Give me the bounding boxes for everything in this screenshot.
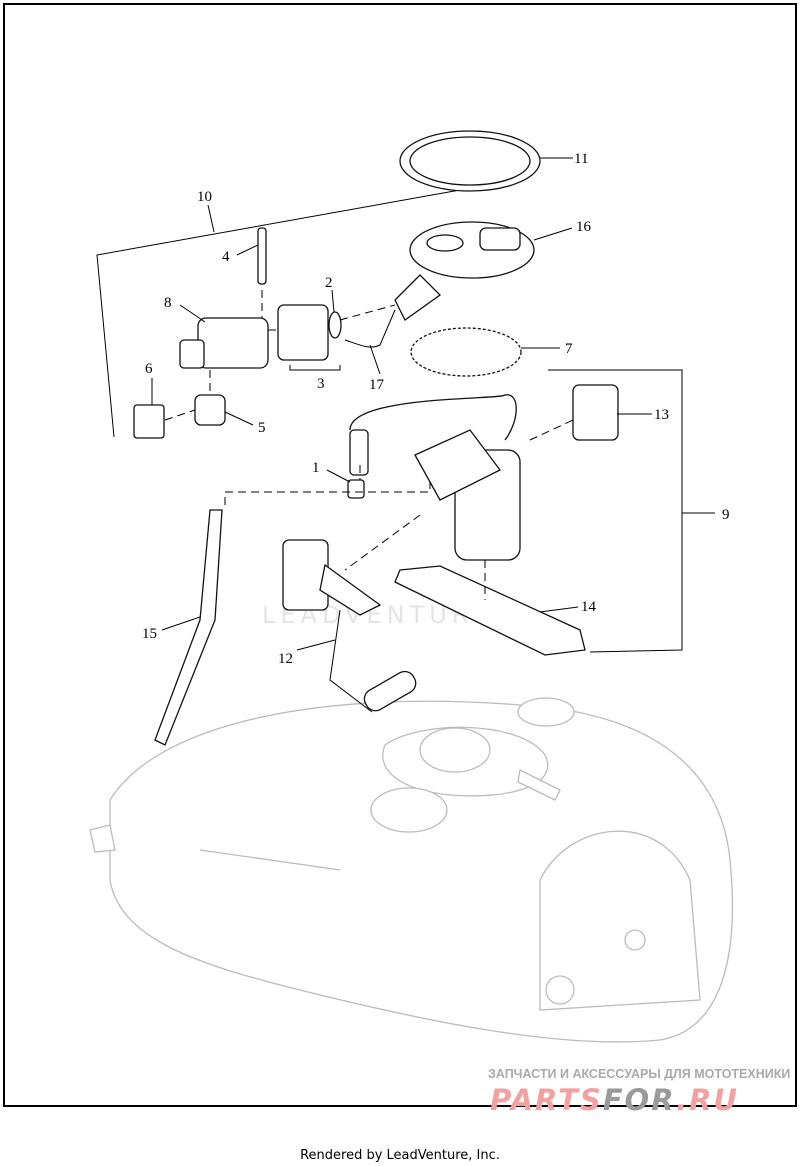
callout-7: 7 xyxy=(565,341,573,357)
part-11-retaining-ring xyxy=(399,130,541,192)
fuel-tank xyxy=(89,697,734,1043)
part-9-fuel-pump xyxy=(349,394,521,561)
callout-1: 1 xyxy=(312,460,320,476)
logo-part-a: PARTS xyxy=(490,1083,603,1117)
part-16-pump-flange xyxy=(394,221,535,321)
footer-credit: Rendered by LeadVenture, Inc. xyxy=(300,1148,500,1163)
group-9-bracket xyxy=(548,369,683,653)
part-5-fitting xyxy=(194,394,226,426)
callout-6: 6 xyxy=(145,361,153,377)
callout-2: 2 xyxy=(325,275,333,291)
callout-11: 11 xyxy=(574,151,588,167)
part-4-clip xyxy=(257,227,267,285)
part-1-seal xyxy=(347,479,365,499)
callout-16: 16 xyxy=(576,219,592,235)
callout-13: 13 xyxy=(654,407,669,423)
callout-12: 12 xyxy=(278,651,293,667)
callout-9: 9 xyxy=(722,507,730,523)
part-12-level-sender xyxy=(282,539,417,713)
diagram-frame xyxy=(3,3,797,1107)
part-7-gasket xyxy=(410,327,522,377)
callout-3: 3 xyxy=(317,376,325,392)
logo-part-c: .RU xyxy=(676,1083,739,1117)
part-17-wire xyxy=(344,309,396,348)
callout-10: 10 xyxy=(197,189,212,205)
part-13-connector xyxy=(572,384,619,441)
callout-5: 5 xyxy=(258,420,266,436)
part-6-clip xyxy=(133,404,165,439)
part-3-filter xyxy=(277,304,342,361)
callout-8: 8 xyxy=(164,295,172,311)
callout-15: 15 xyxy=(142,626,157,642)
callout-4: 4 xyxy=(222,249,230,265)
callout-17: 17 xyxy=(369,377,385,393)
logo-part-b: FOR xyxy=(602,1083,677,1117)
callout-14: 14 xyxy=(581,599,597,615)
part-15-hose xyxy=(154,509,223,746)
group-10-bracket xyxy=(96,189,461,438)
part-14-reservoir xyxy=(394,565,586,656)
part-8-regulator xyxy=(179,317,269,369)
shop-tagline-watermark: ЗАПЧАСТИ И АКСЕССУАРЫ ДЛЯ МОТОТЕХНИКИ xyxy=(488,1067,791,1081)
shop-logo-watermark: PARTSFOR.RU xyxy=(490,1085,739,1115)
